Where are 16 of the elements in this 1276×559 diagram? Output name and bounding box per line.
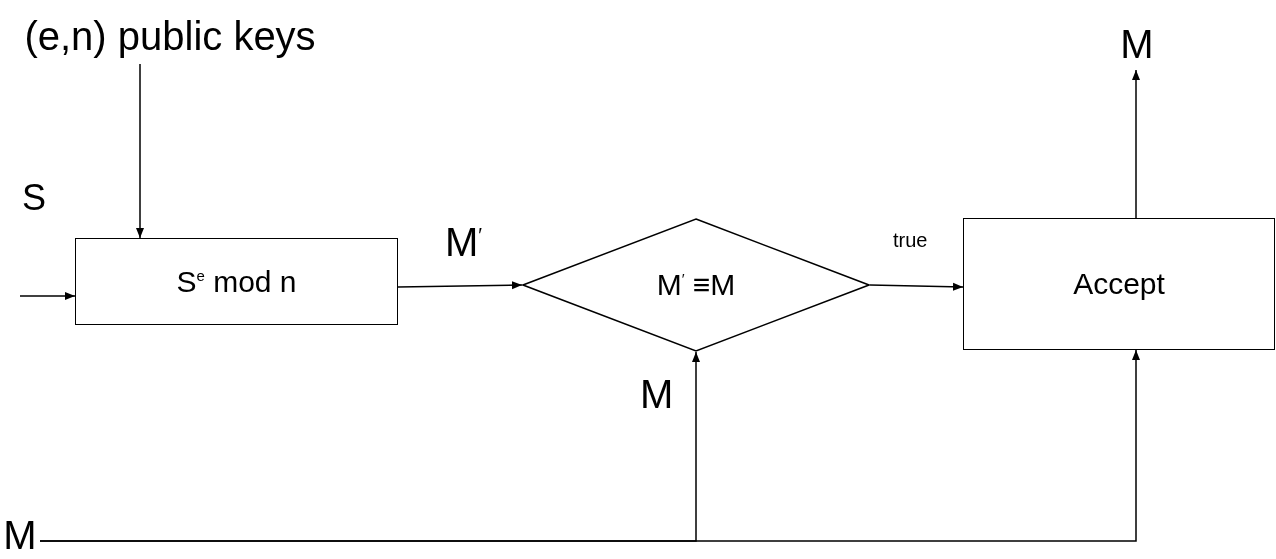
arrow — [869, 282, 964, 291]
process-box — [963, 218, 1275, 350]
arrow — [39, 349, 1140, 542]
arrow — [397, 281, 523, 290]
decision-diamond — [522, 218, 870, 352]
node-label: Accept — [1073, 267, 1165, 301]
node-label: S$^{e}$ mod n — [176, 264, 297, 299]
arrow — [1132, 69, 1140, 219]
input-label: M — [3, 512, 37, 558]
arrow — [136, 63, 144, 239]
input-label: (e,n) public keys — [24, 13, 316, 59]
arrow — [19, 292, 76, 300]
node-label: M$^{′}$ ≡M — [656, 268, 736, 302]
output-label: M — [1120, 21, 1154, 67]
process-box — [75, 238, 398, 325]
edge-label: true — [893, 230, 928, 250]
